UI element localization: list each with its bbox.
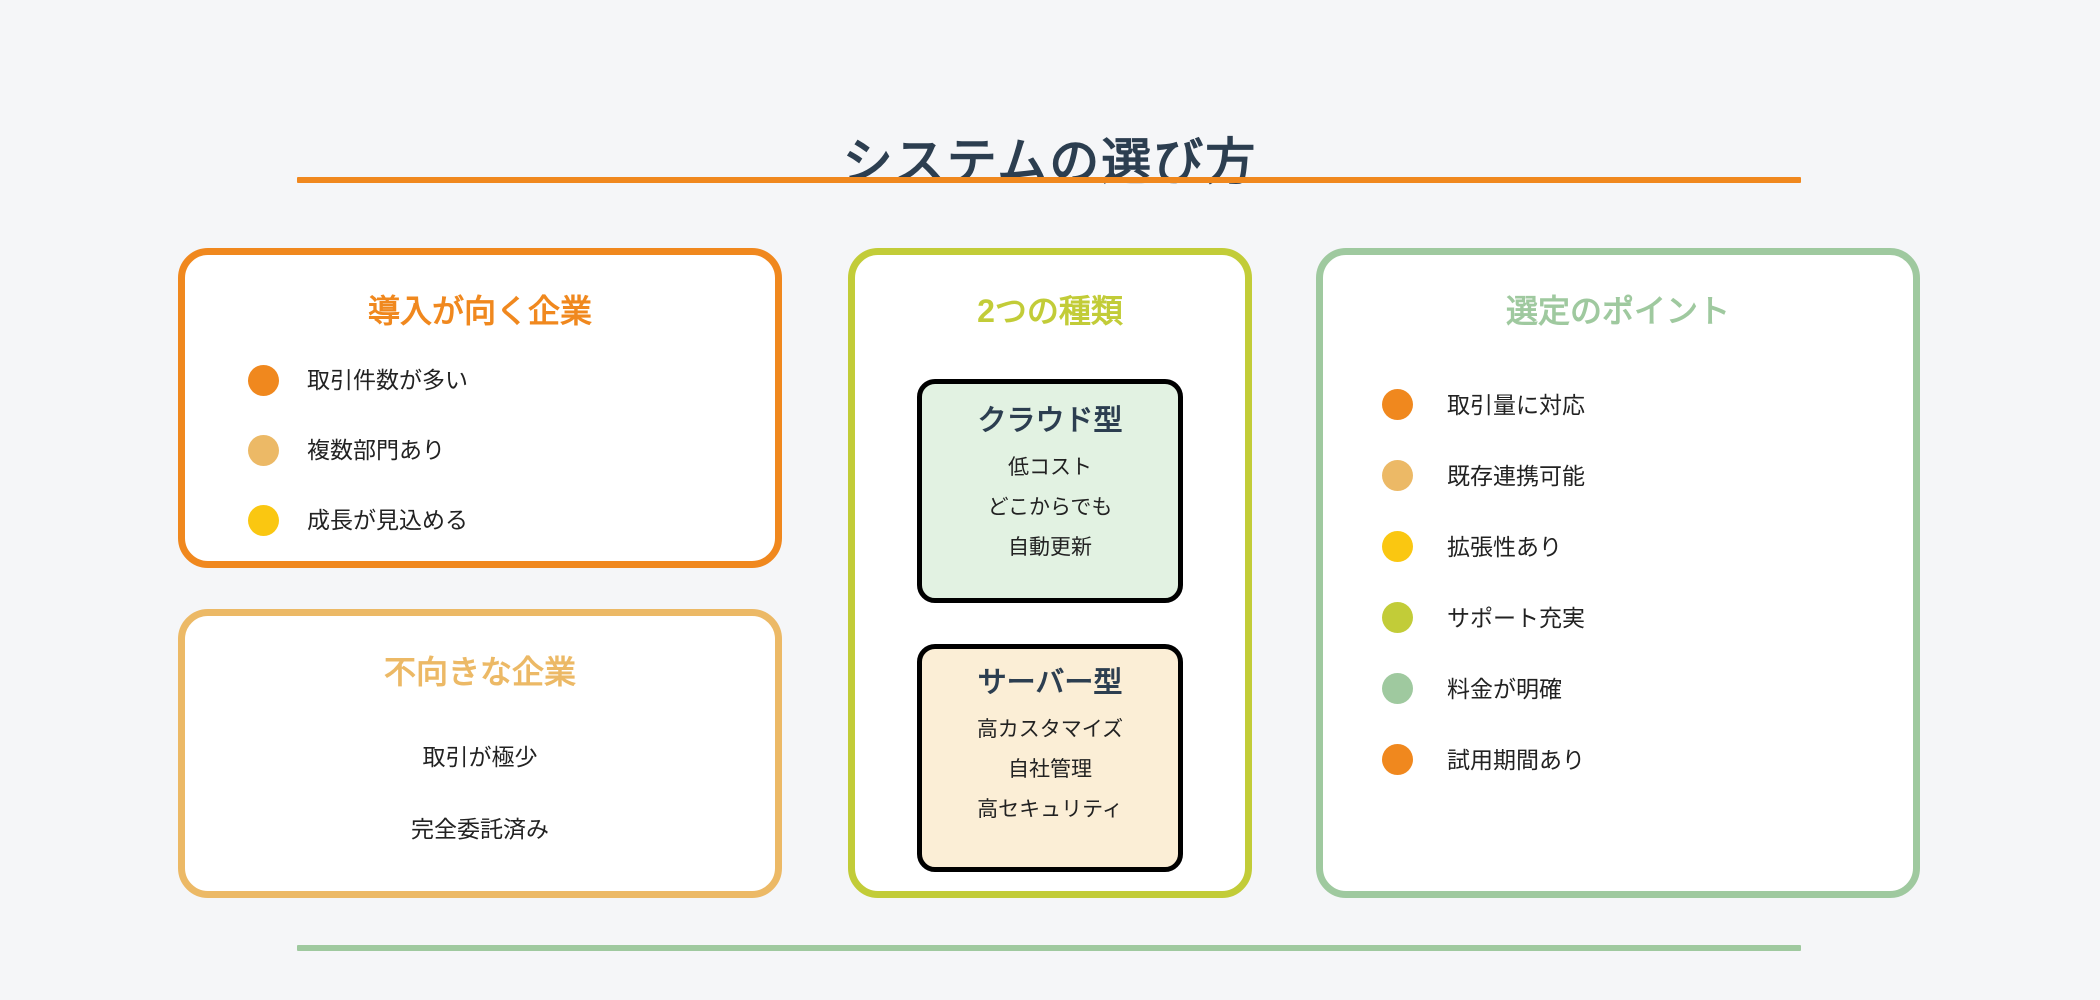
panel-unsuited-title: 不向きな企業 [383, 654, 576, 690]
list-item: 取引件数が多い [185, 345, 775, 415]
list-item-label: どこからでも [987, 496, 1113, 519]
panel-suited-companies: 導入が向く企業 取引件数が多い 複数部門あり 成長が見込める [178, 248, 782, 568]
bullet-dot [1382, 389, 1413, 420]
server-type-card: サーバー型 高カスタマイズ 自社管理 高セキュリティ [917, 644, 1183, 872]
panel-suited-title: 導入が向く企業 [367, 293, 592, 329]
bullet-dot [1382, 602, 1413, 633]
list-item: 取引量に対応 [1323, 369, 1913, 440]
list-item-label: 試用期間あり [1447, 746, 1585, 773]
suited-items-list: 取引件数が多い 複数部門あり 成長が見込める [185, 345, 775, 555]
top-divider-line [297, 177, 1801, 183]
list-item-label: 料金が明確 [1447, 675, 1562, 702]
list-item: 拡張性あり [1323, 511, 1913, 582]
panel-selection-points-title: 選定のポイント [1505, 293, 1730, 329]
list-item-label: 自動更新 [1008, 536, 1092, 559]
panel-two-types-title: 2つの種類 [977, 293, 1123, 329]
bullet-dot [248, 504, 279, 536]
panel-unsuited-companies: 不向きな企業 取引が極少 完全委託済み [178, 609, 782, 898]
server-type-items: 高カスタマイズ 自社管理 高セキュリティ [922, 710, 1178, 830]
list-item-label: 複数部門あり [307, 437, 445, 463]
points-items-list: 取引量に対応 既存連携可能 拡張性あり サポート充実 料金が明確 試用期間あり [1323, 369, 1913, 795]
bullet-dot [1382, 460, 1413, 491]
list-item-label: 自社管理 [1008, 758, 1092, 781]
bullet-dot [1382, 744, 1413, 775]
list-item: 成長が見込める [185, 485, 775, 555]
bullet-dot [248, 364, 279, 396]
list-item-label: 取引が極少 [422, 744, 538, 770]
bullet-dot [1382, 673, 1413, 704]
list-item: 既存連携可能 [1323, 440, 1913, 511]
list-item: 複数部門あり [185, 415, 775, 485]
list-item: 料金が明確 [1323, 653, 1913, 724]
list-item-label: 既存連携可能 [1447, 462, 1585, 489]
panel-selection-points: 選定のポイント 取引量に対応 既存連携可能 拡張性あり サポート充実 料金が明確 [1316, 248, 1920, 898]
list-item: 試用期間あり [1323, 724, 1913, 795]
list-item-label: 低コスト [1008, 456, 1092, 479]
list-item: サポート充実 [1323, 582, 1913, 653]
cloud-type-items: 低コスト どこからでも 自動更新 [922, 448, 1178, 568]
list-item-label: 取引量に対応 [1447, 391, 1585, 418]
unsuited-items-list: 取引が極少 完全委託済み [185, 742, 775, 844]
bullet-dot [248, 434, 279, 466]
list-item-label: 取引件数が多い [307, 367, 468, 393]
list-item-label: 拡張性あり [1447, 533, 1562, 560]
bottom-divider-line [297, 945, 1801, 951]
list-item-label: 高カスタマイズ [976, 718, 1124, 741]
bullet-dot [1382, 531, 1413, 562]
panel-two-types: 2つの種類 クラウド型 低コスト どこからでも 自動更新 サーバー型 高カスタマ… [848, 248, 1252, 898]
cloud-type-card: クラウド型 低コスト どこからでも 自動更新 [917, 379, 1183, 603]
cloud-type-title: クラウド型 [977, 405, 1123, 437]
list-item-label: 成長が見込める [307, 507, 468, 533]
list-item-label: サポート充実 [1447, 604, 1585, 631]
list-item-label: 高セキュリティ [977, 798, 1123, 821]
list-item-label: 完全委託済み [411, 816, 549, 842]
server-type-title: サーバー型 [977, 667, 1123, 699]
